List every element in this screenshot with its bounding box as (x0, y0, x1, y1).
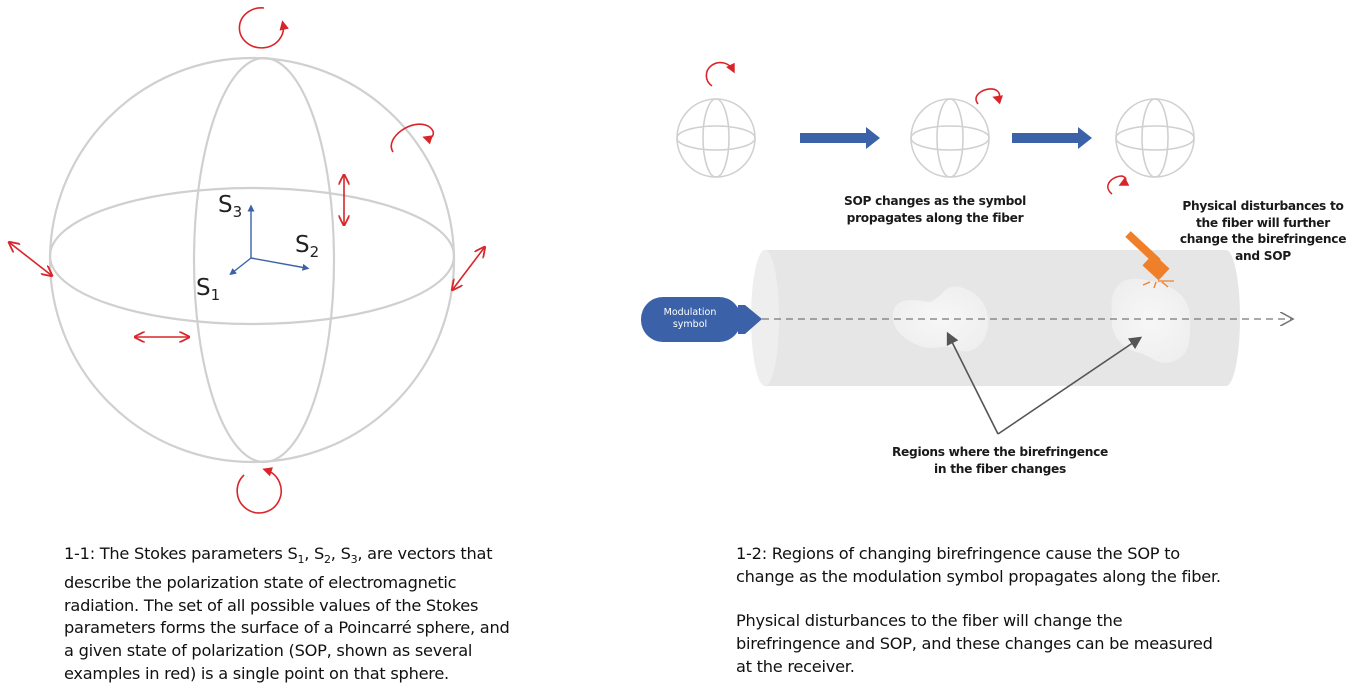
caption-left-line-3: radiation. The set of all possible value… (64, 595, 479, 615)
propagation-arrow-2-icon (1012, 127, 1092, 149)
axis-s2-label: S2 (295, 232, 320, 261)
sop-small-circular-icon (705, 61, 735, 87)
caption-left-line-6: examples in red) is a single point on th… (64, 663, 449, 683)
caption-right: 1-2: Regions of changing birefringence c… (736, 543, 1346, 679)
fiber-cylinder (751, 250, 1292, 386)
modulation-symbol (641, 297, 762, 342)
regions-label: Regions where the birefringence in the f… (891, 445, 1109, 476)
propagation-arrow-1-icon (800, 127, 880, 149)
axis-s1-line (229, 257, 252, 276)
region-pointers (946, 331, 1143, 435)
sop-small-elliptical-2-icon (1107, 175, 1130, 195)
hammer-icon (1125, 231, 1174, 289)
sop-top-circular-icon (238, 7, 289, 49)
caption-left-line-4: parameters forms the surface of a Poinca… (64, 618, 510, 638)
sop-bottom-circular-icon (236, 467, 282, 514)
birefringence-region-1 (892, 286, 989, 352)
poincare-sphere (48, 56, 456, 464)
axis-s2-line (250, 257, 310, 271)
small-sphere-2 (910, 98, 990, 178)
sphere-meridian (192, 56, 336, 464)
sop-small-elliptical-1-icon (975, 88, 1003, 105)
small-sphere-1 (676, 98, 756, 178)
axis-s1-label: S1 (196, 275, 221, 304)
small-sphere-3 (1115, 98, 1195, 178)
caption-left-line-5: a given state of polarization (SOP, show… (64, 641, 473, 661)
caption-left: 1-1: The Stokes parameters S1, S2, S3, a… (64, 543, 584, 685)
caption-right-line-2: change as the modulation symbol propagat… (736, 566, 1221, 586)
modulation-symbol-label: Modulation symbol (663, 307, 717, 330)
sop-change-label: SOP changes as the symbol propagates alo… (843, 194, 1026, 225)
fiber-front-face (751, 250, 779, 386)
sphere-outline (48, 56, 456, 464)
propagation-arrows (800, 127, 1092, 149)
caption-left-line-2: describe the polarization state of elect… (64, 572, 457, 592)
sop-left-diagonal-icon (10, 243, 51, 275)
axis-s3-label: S3 (218, 192, 243, 221)
caption-right-line-1: 1-2: Regions of changing birefringence c… (736, 544, 1180, 563)
caption-left-line-1: 1-1: The Stokes parameters S1, S2, S3, a… (64, 544, 493, 567)
caption-right-line-4: birefringence and SOP, and these changes… (736, 634, 1213, 654)
stokes-axes (229, 204, 310, 276)
disturbance-label: Physical disturbances to the fiber will … (1179, 199, 1347, 263)
caption-right-line-5: at the receiver. (736, 656, 855, 676)
sop-right-diagonal-icon (453, 248, 484, 289)
caption-right-line-3: Physical disturbances to the fiber will … (736, 611, 1123, 631)
small-sop-markers (705, 61, 1130, 195)
sop-markers (10, 7, 484, 514)
sphere-equator (48, 186, 456, 326)
sop-upper-right-elliptical-icon (390, 123, 435, 153)
